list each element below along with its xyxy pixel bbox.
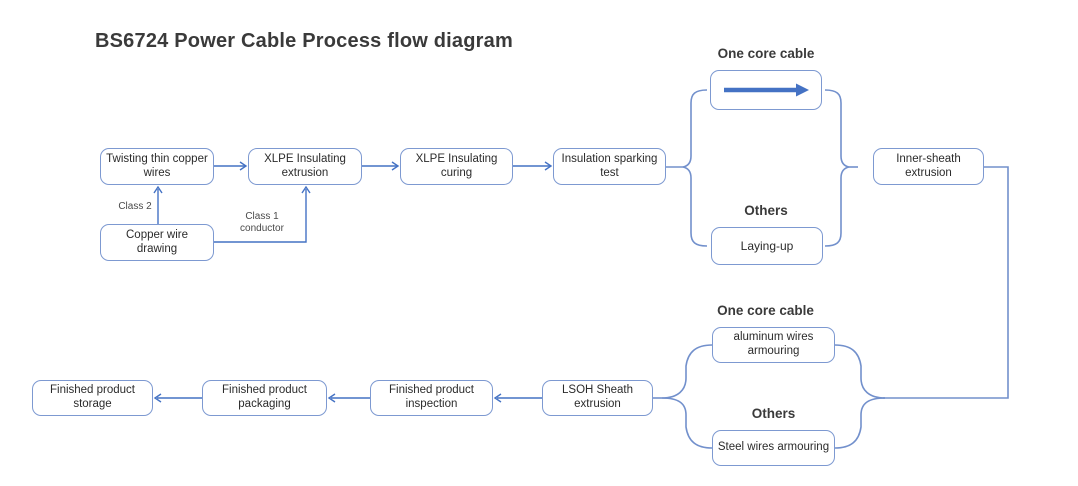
node-finished-product-storage: Finished product storage (32, 380, 153, 416)
node-label: Copper wire drawing (126, 228, 188, 255)
edge-label-class-1-conductor: Class 1 conductor (240, 211, 284, 234)
edge-label-class-2: Class 2 (118, 201, 152, 212)
node-finished-product-packaging: Finished product packaging (202, 380, 327, 416)
node-twisting-thin-copper-wires: Twisting thin copper wires (100, 148, 214, 185)
node-copper-wire-drawing: Copper wire drawing (100, 224, 214, 261)
node-label: Finished product storage (49, 384, 136, 410)
branch-label-others-bottom: Others (751, 406, 796, 421)
branch-label-others-top: Others (744, 203, 788, 218)
node-label: Twisting thin copper wires (106, 152, 208, 179)
page-title: BS6724 Power Cable Process flow diagram (95, 30, 513, 52)
node-label: Finished product packaging (221, 384, 308, 410)
node-label: Insulation sparking test (561, 152, 658, 179)
node-insulation-sparking-test: Insulation sparking test (553, 148, 666, 185)
branch-label-one-core-cable-bottom: One core cable (717, 303, 814, 318)
node-label: Laying-up (740, 238, 794, 253)
node-label: Inner-sheath extrusion (896, 152, 961, 179)
node-xlpe-insulating-extrusion: XLPE Insulating extrusion (248, 148, 362, 185)
node-aluminum-wires-armouring: aluminum wires armouring (712, 327, 835, 363)
node-finished-product-inspection: Finished product inspection (370, 380, 493, 416)
branch-label-one-core-cable-top: One core cable (717, 46, 815, 61)
node-label: LSOH Sheath extrusion (562, 384, 633, 410)
node-steel-wires-armouring: Steel wires armouring (712, 430, 835, 466)
node-label: Steel wires armouring (717, 441, 830, 454)
flow-arrows (153, 161, 553, 403)
node-lsoh-sheath-extrusion: LSOH Sheath extrusion (542, 380, 653, 416)
node-label: XLPE Insulating curing (415, 152, 498, 179)
node-label: XLPE Insulating extrusion (264, 152, 346, 179)
node-label: Finished product inspection (388, 384, 475, 410)
branch-braces (653, 89, 1009, 449)
thick-right-arrow-icon (724, 83, 809, 97)
node-inner-sheath-extrusion: Inner-sheath extrusion (873, 148, 984, 185)
node-one-core-cable-passthrough (710, 70, 822, 110)
node-label: aluminum wires armouring (733, 331, 814, 357)
node-xlpe-insulating-curing: XLPE Insulating curing (400, 148, 513, 185)
node-laying-up: Laying-up (711, 227, 823, 265)
